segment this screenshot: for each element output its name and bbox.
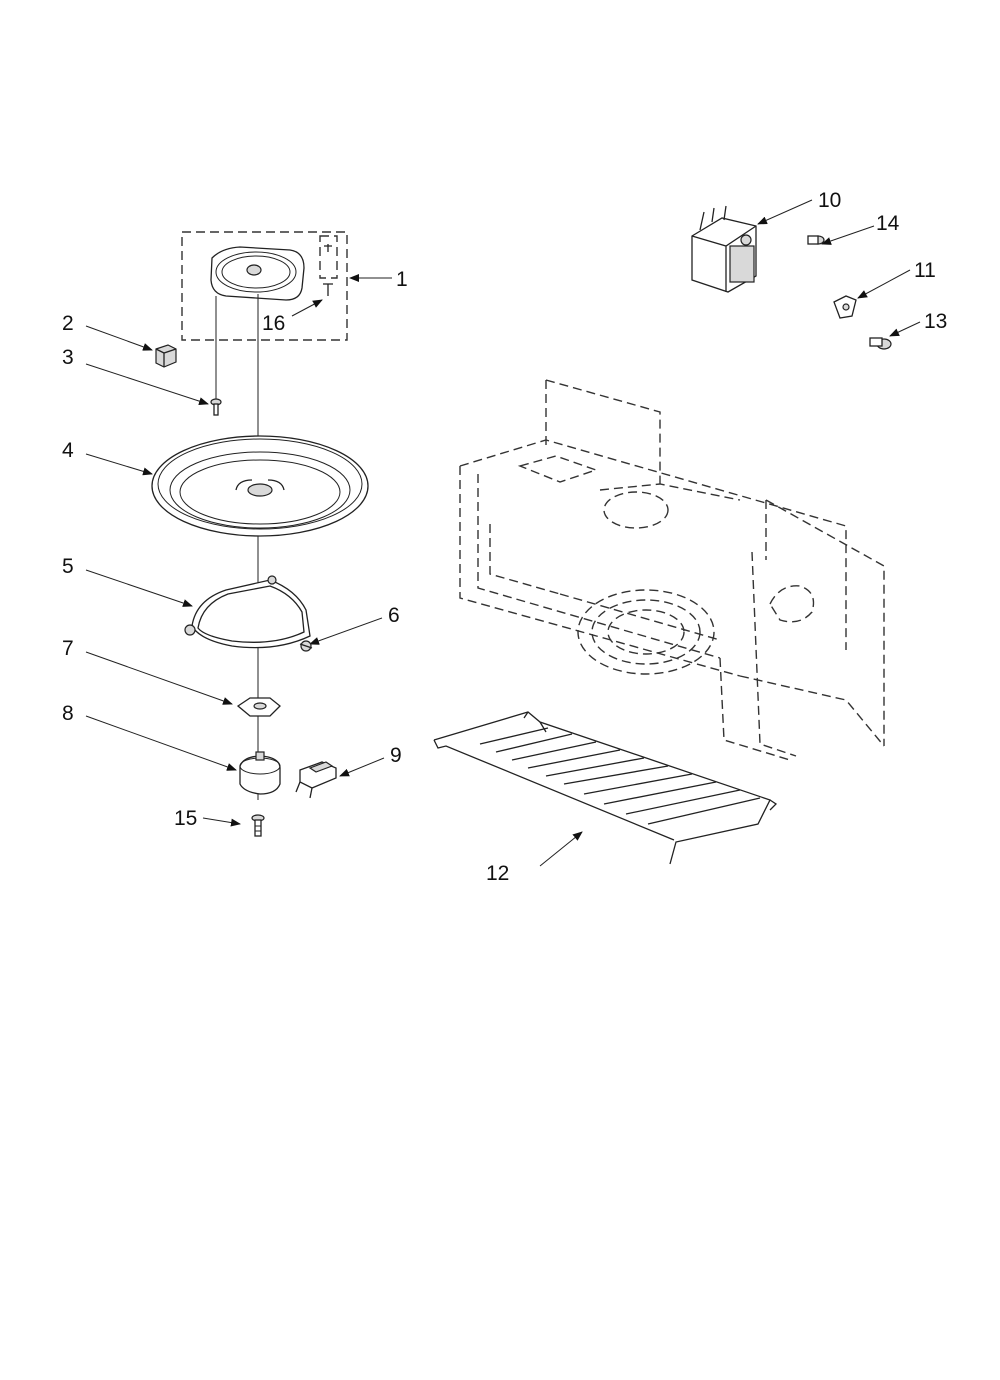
callout-label-2: 2	[62, 312, 74, 335]
part-5-roller-ring	[184, 575, 311, 649]
roller-wheel-top	[267, 575, 277, 585]
callout-label-8: 8	[62, 702, 74, 725]
leader-arrow-16	[291, 299, 323, 317]
leader-arrow-4	[85, 453, 153, 476]
callout-label-11: 11	[914, 259, 936, 282]
part-4-glass-tray	[151, 435, 369, 537]
leader-arrow-15	[202, 817, 241, 827]
callout-label-7: 7	[62, 637, 74, 660]
leader-arrow-8	[85, 715, 237, 771]
callout-label-5: 5	[62, 555, 74, 578]
leader-arrow-2	[85, 325, 153, 351]
callout-label-6: 6	[388, 604, 400, 627]
cavity-turntable-floor	[577, 589, 715, 675]
part-2-clip	[155, 344, 177, 368]
leader-arrow-9	[339, 757, 385, 777]
callout-label-10: 10	[818, 189, 841, 212]
callout-label-15: 15	[174, 807, 197, 830]
cavity-waveguide-cover	[769, 585, 815, 623]
part-15-screw	[251, 814, 265, 837]
part-10-magnetron	[691, 205, 757, 293]
callout-label-13: 13	[924, 310, 947, 333]
part-11-bracket	[833, 295, 857, 319]
part-6-roller	[299, 640, 313, 652]
microwave-cavity-outline	[459, 379, 885, 761]
part-14-screw	[807, 235, 825, 245]
callout-label-9: 9	[390, 744, 402, 767]
leader-arrow-12	[539, 831, 583, 867]
cavity-vent-grille	[517, 455, 599, 483]
part-7-coupler	[236, 697, 281, 717]
part-13-screw	[869, 337, 892, 350]
roller-wheel-left	[184, 624, 196, 636]
leader-arrows	[85, 199, 921, 867]
leader-arrow-6	[309, 617, 383, 645]
leader-arrow-13	[889, 321, 921, 337]
leader-arrow-3	[85, 363, 209, 405]
callout-label-3: 3	[62, 346, 74, 369]
callout-label-12: 12	[486, 862, 509, 885]
leader-arrow-7	[85, 651, 233, 705]
part-9-switch	[295, 761, 337, 799]
part-8-turntable-motor	[239, 751, 281, 795]
leader-arrow-14	[821, 225, 875, 245]
callout-label-1: 1	[396, 268, 408, 291]
callout-label-14: 14	[876, 212, 900, 235]
screw-16-box	[319, 235, 338, 279]
leader-arrow-10	[757, 199, 813, 225]
part-1-assembly	[181, 231, 348, 341]
leader-arrow-5	[85, 569, 193, 607]
callout-label-16: 16	[262, 312, 285, 335]
callout-label-4: 4	[62, 439, 74, 462]
part-12-wire-rack	[433, 711, 778, 865]
leader-arrow-11	[857, 269, 911, 299]
assembly-1-boundary	[181, 231, 348, 341]
part-3-screw	[210, 398, 222, 416]
